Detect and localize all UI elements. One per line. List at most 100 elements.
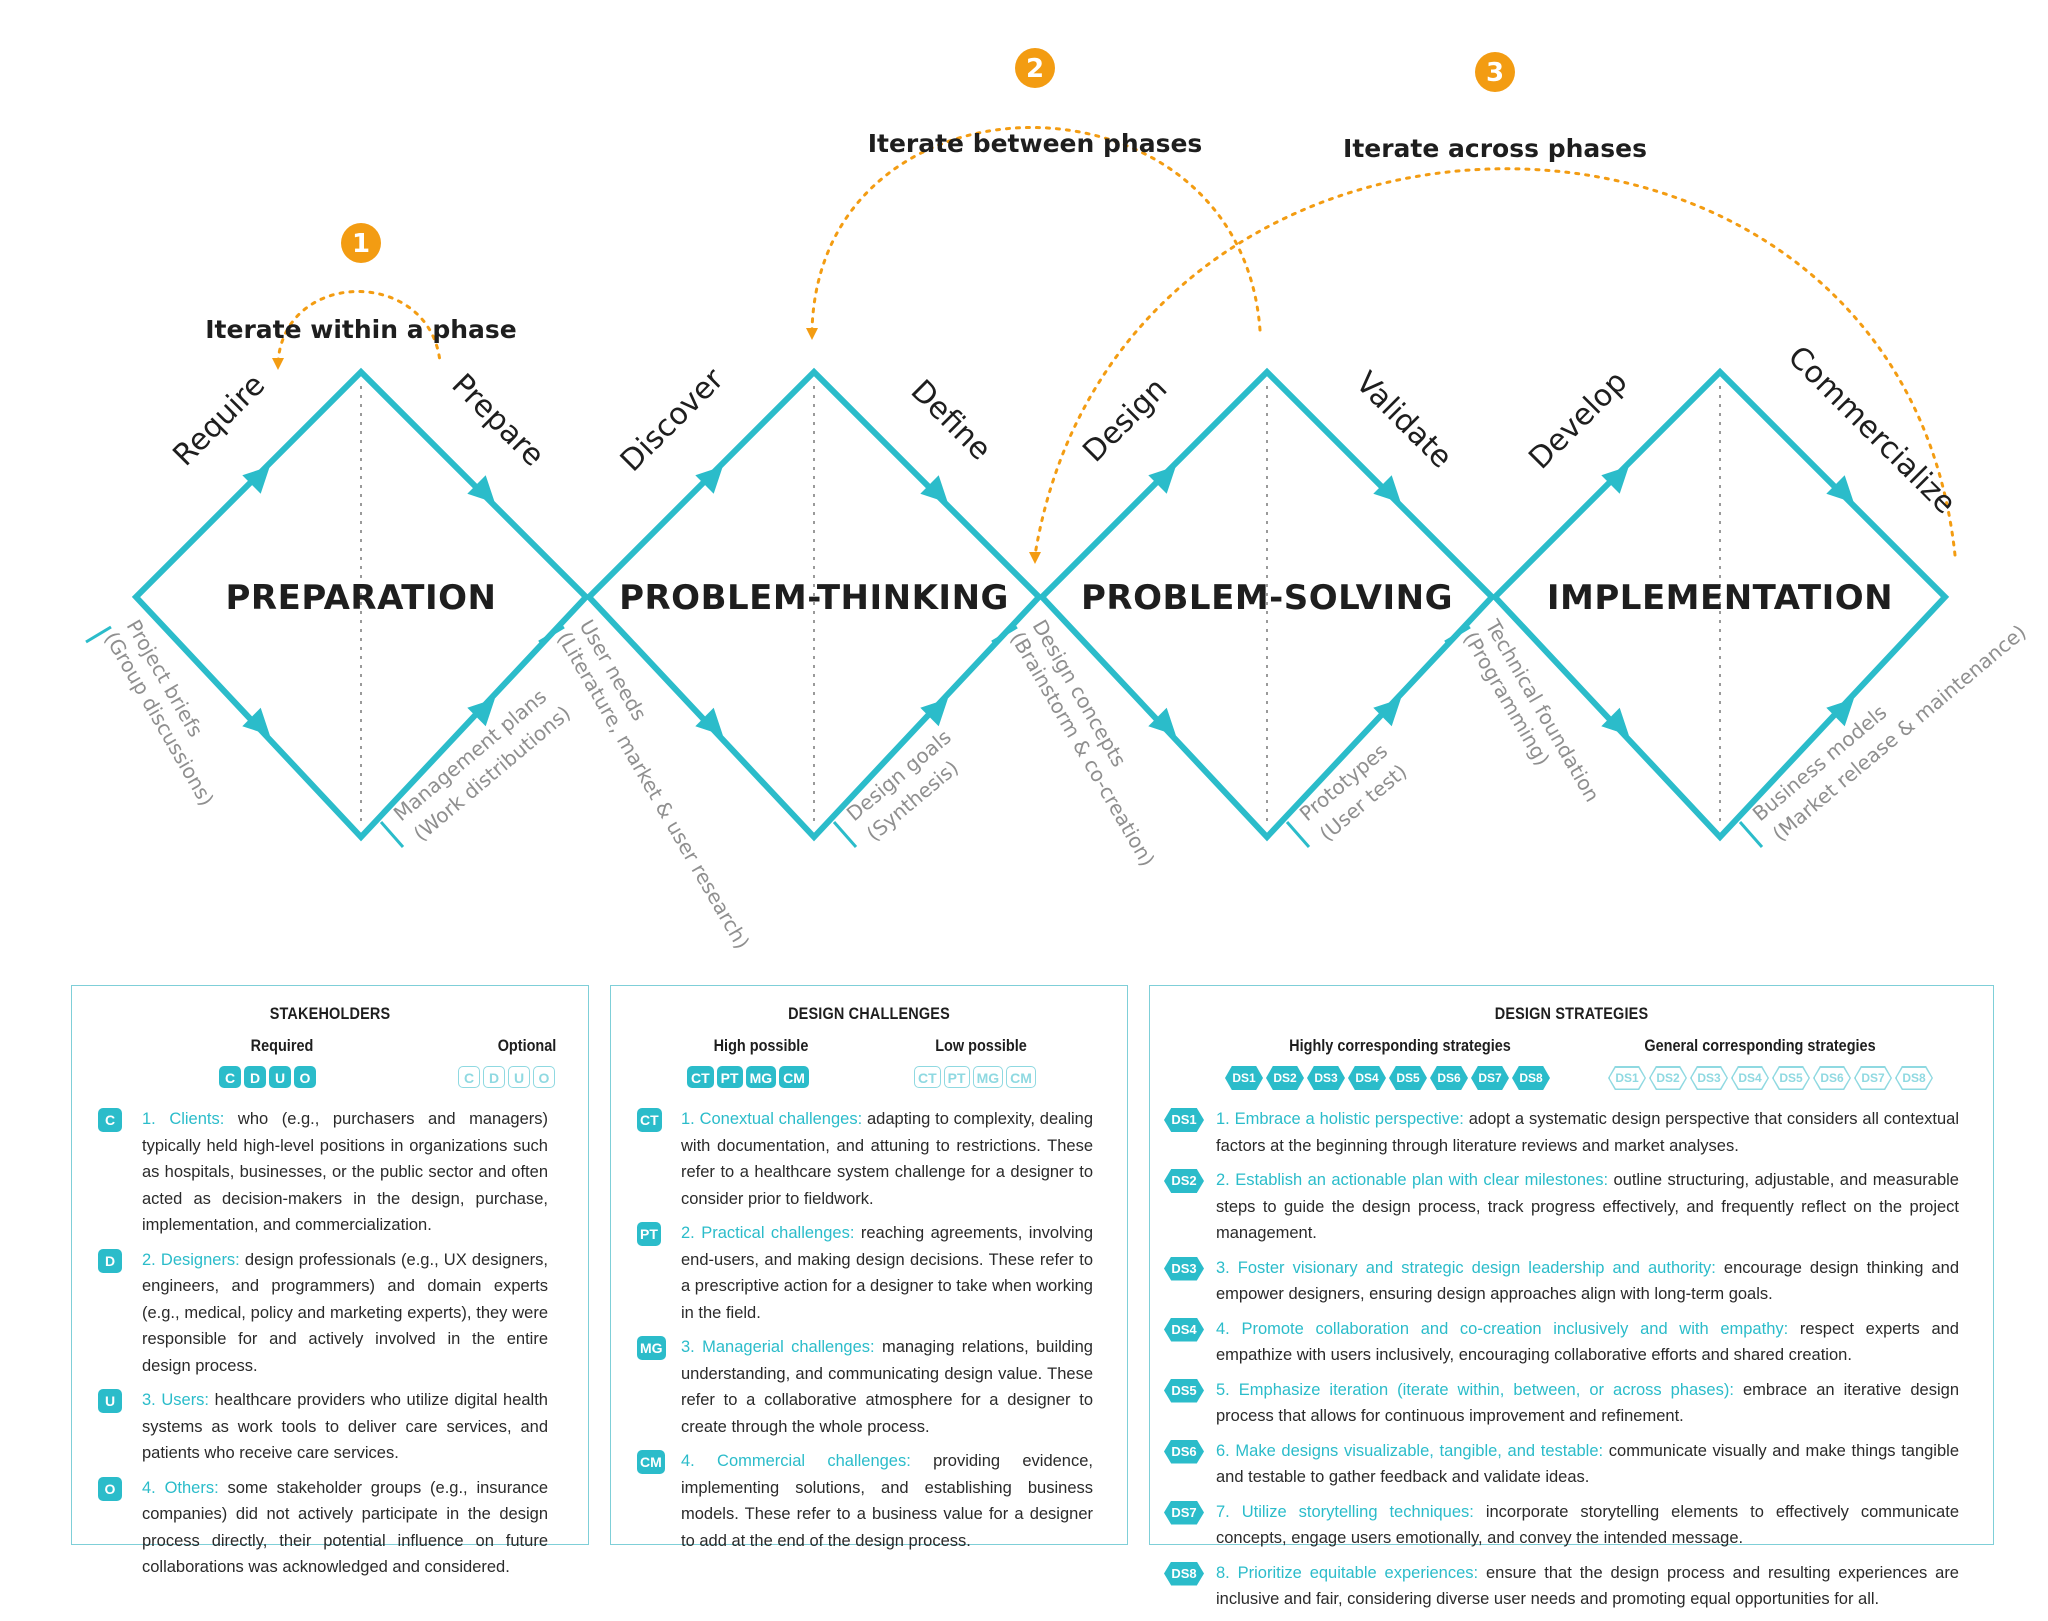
item-key: 5. Emphasize iteration (iterate within, … [1216,1380,1734,1399]
item-badge: O [98,1476,122,1501]
chip-ds4: DS4 [1348,1066,1386,1090]
svg-text:2: 2 [1026,54,1044,84]
item-text: managing relations, building understandi… [681,1338,1093,1436]
item-key: 6. Make designs visualizable, tangible, … [1216,1441,1604,1460]
item-text: who (e.g., purchasers and managers) typi… [142,1110,548,1234]
deliverable-right-tick [1738,821,1764,848]
optional-label: Optional [497,1036,557,1055]
chip-mg: MG [972,1066,1004,1088]
item-badge: CM [637,1450,665,1474]
stage-up-arrow [695,466,723,494]
chip-ds7: DS7 [1471,1066,1509,1090]
challenges-panel: DESIGN CHALLENGES High possible Low poss… [610,985,1128,1550]
item-badge: DS7 [1164,1500,1204,1525]
deliverable-left-tick [538,625,565,644]
chip-ds4: DS4 [1731,1066,1769,1090]
chip-o: O [533,1066,555,1088]
chip-u: U [269,1066,291,1088]
across-arrowhead [1029,552,1041,564]
item-badge: DS5 [1164,1378,1204,1403]
item-text: incorporate storytelling elements to eff… [1216,1502,1959,1548]
stage-down-arrow [1373,475,1401,503]
chip-d: D [483,1066,505,1088]
process-diagram: 1 2 3 Iterate within a phase Iterate bet… [85,48,2031,954]
stage-label-up: Discover [614,361,731,478]
item-text: communicate visually and make things tan… [1216,1441,1959,1487]
item-text: reaching agreements, involving end-users… [681,1224,1093,1322]
stage-down-arrow [1826,475,1854,503]
lower-left-arrow [695,707,723,736]
item-badge: D [98,1248,122,1273]
low-possible-label: Low possible [935,1036,1027,1055]
iteration-badge-3: 3 [1475,52,1515,92]
phase-title: PROBLEM-THINKING [619,578,1009,618]
item-badge: C [98,1108,122,1132]
chip-c: C [458,1066,480,1088]
item-text: providing evidence, implementing solutio… [681,1452,1093,1550]
lower-right-arrow [920,698,948,727]
iterate-within-label: Iterate within a phase [205,315,516,344]
item-key: 8. Prioritize equitable experiences: [1216,1563,1479,1582]
stage-up-arrow [1601,466,1629,494]
deliverable-left-tick [1444,625,1471,644]
chip-ds6: DS6 [1813,1066,1851,1090]
item-key: 2. Designers: [142,1250,240,1269]
item-key: 1. Conextual challenges: [681,1110,863,1128]
item-text: embrace an iterative design process that… [1216,1380,1960,1426]
item-text: outline structuring, adjustable, and mea… [1216,1171,1959,1242]
chip-cm: CM [779,1066,809,1088]
lower-left-arrow [1148,707,1176,736]
item-badge: CT [637,1108,662,1132]
phase-2: PROBLEM-THINKING [538,367,1044,848]
deliverable-right-detail: (Market release & maintenance) [1768,620,2031,846]
item-key: 3. Managerial challenges: [681,1338,875,1356]
chip-ds7: DS7 [1854,1066,1892,1090]
lower-left-arrow [242,707,270,736]
iteration-badge-1: 1 [341,223,381,263]
stage-label-up: Design [1076,371,1174,469]
chip-ct: CT [914,1066,941,1088]
item-badge: DS1 [1164,1108,1204,1132]
deliverable-right-tick [379,821,405,848]
between-arrowhead [806,328,818,340]
item-key: 2. Establish an actionable plan with cle… [1216,1171,1609,1189]
deliverable-left-detail: (Literature, market & user research) [553,628,755,954]
deliverable-left-tick [991,625,1018,644]
svg-text:3: 3 [1486,58,1504,88]
stage-label-up: Require [166,367,272,473]
chip-ds6: DS6 [1430,1066,1468,1090]
lower-left-arrow [1601,707,1629,736]
chip-u: U [508,1066,530,1088]
lower-right-arrow [467,698,495,727]
chip-c: C [219,1066,241,1088]
item-key: 7. Utilize storytelling techniques: [1216,1502,1474,1521]
strategies-panel: DESIGN STRATEGIES Highly corresponding s… [1149,985,1994,1608]
lower-right-arrow [1373,698,1401,727]
item-badge: DS2 [1164,1169,1204,1193]
item-badge: DS8 [1164,1561,1204,1586]
chip-ct: CT [687,1066,714,1088]
item-text: adapting to complexity, dealing with doc… [681,1110,1094,1208]
item-badge: PT [637,1222,661,1246]
chip-ds1: DS1 [1608,1066,1646,1090]
deliverable-right-tick [832,821,858,848]
chip-ds5: DS5 [1772,1066,1810,1090]
item-key: 4. Others: [142,1478,219,1497]
deliverable-left-detail: (Brainstorm & co-creation) [1006,628,1160,871]
item-badge: U [98,1389,122,1413]
deliverable-left-tick [85,625,112,644]
item-text: healthcare providers who utilize digital… [142,1391,548,1462]
high-possible-label: High possible [713,1036,809,1055]
